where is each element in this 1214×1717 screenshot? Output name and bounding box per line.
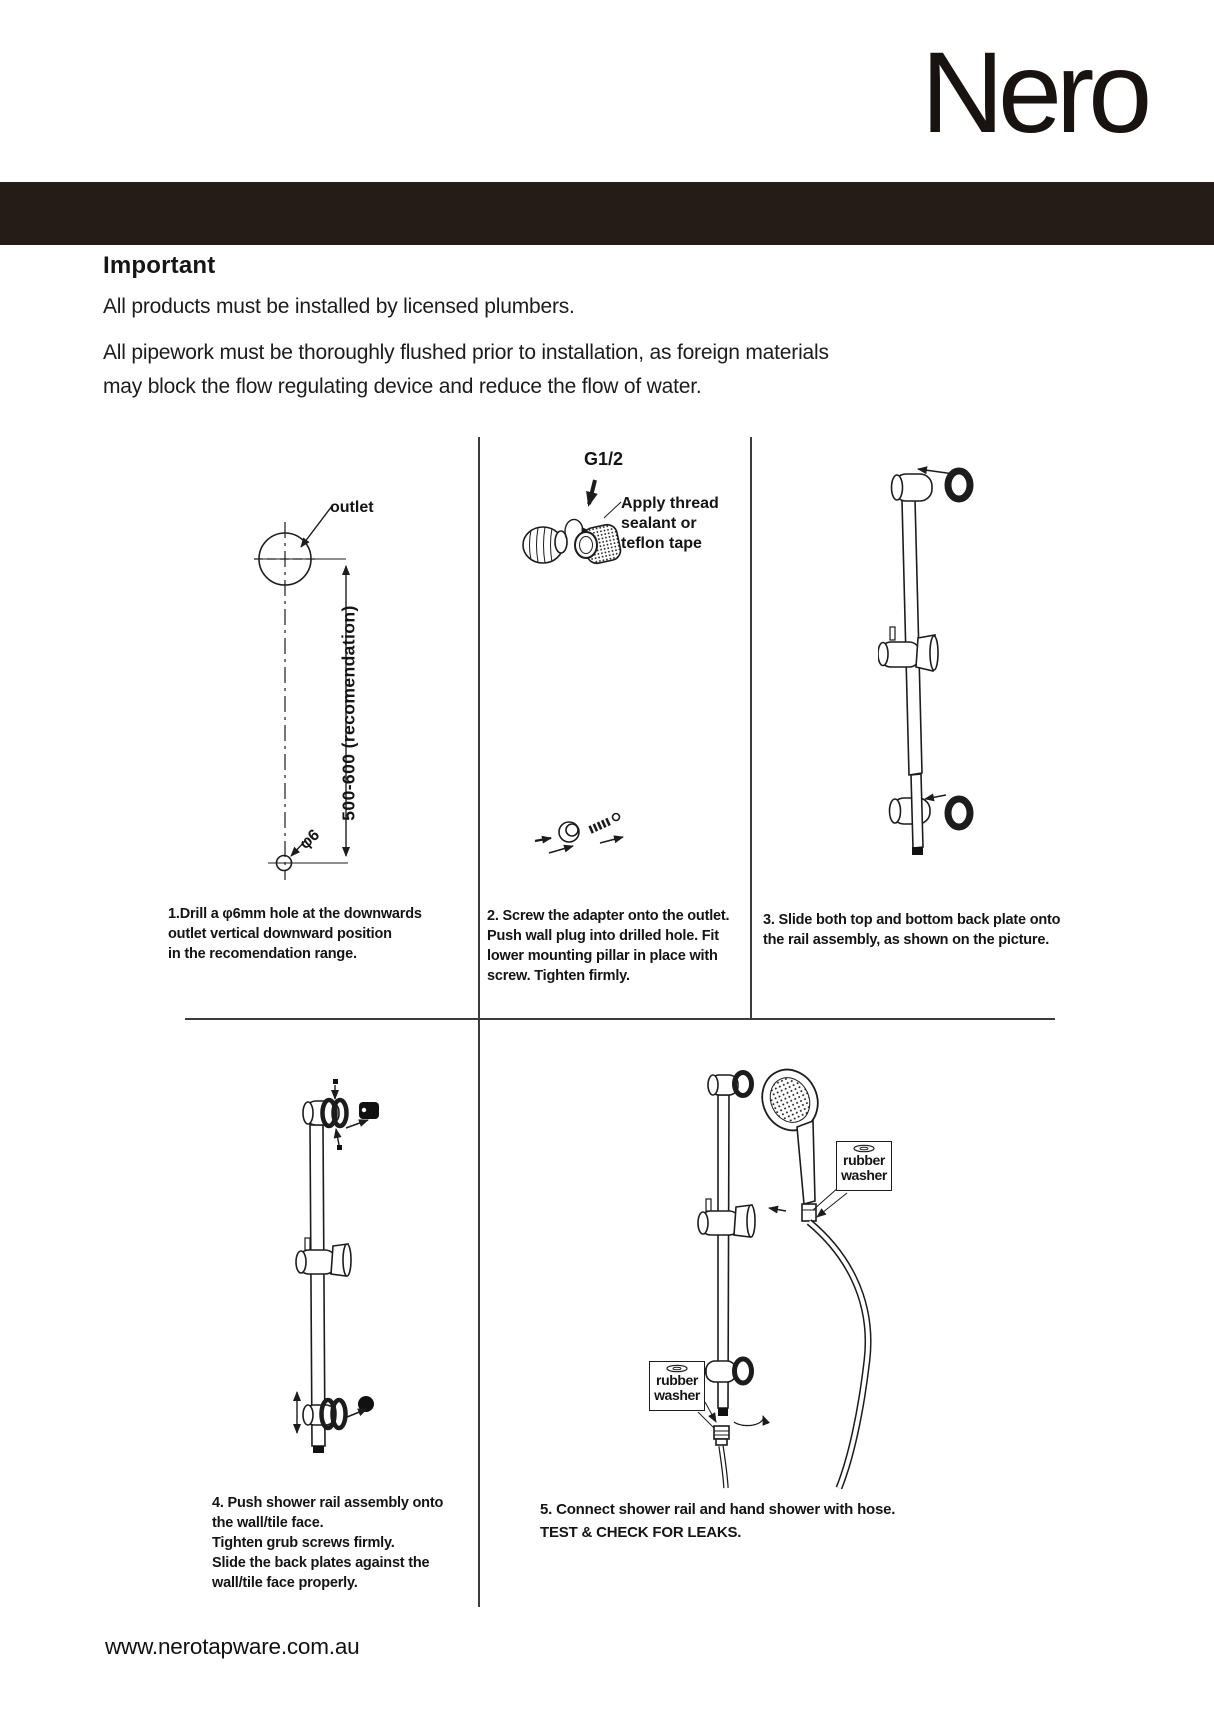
top-mount-pillar — [707, 1070, 754, 1098]
hose-nut-bottom — [713, 1425, 730, 1446]
rail-end-cap — [912, 847, 923, 855]
back-plate — [330, 1397, 348, 1431]
cap-arrow — [346, 1408, 368, 1418]
outlet-leader-line — [300, 505, 333, 548]
adapter-fitting-right — [574, 523, 622, 565]
hole-leader-line — [290, 839, 307, 857]
slide-arrow-bottom — [924, 793, 947, 802]
rotate-arc — [564, 518, 589, 540]
screw-rotate-arc — [733, 1415, 771, 1427]
connect-arrow — [768, 1205, 787, 1214]
header-band — [0, 182, 1214, 245]
rail-lower-end — [910, 773, 924, 849]
cap-arrow — [345, 1119, 369, 1129]
back-plate-top — [944, 467, 974, 503]
adapter-fitting-left — [522, 526, 568, 564]
bottom-mount-pillar — [888, 797, 931, 825]
slide-arrow-top — [917, 466, 955, 475]
top-mount-pillar — [890, 473, 933, 502]
figure-step5-drawing — [695, 1068, 872, 1490]
end-cap-dot — [358, 1396, 374, 1412]
hand-shower-handle — [796, 1119, 816, 1206]
rail-end-cap — [718, 1408, 728, 1416]
washer-leader-line — [704, 1401, 717, 1423]
washer-leader-line — [697, 1411, 715, 1429]
step1-caption: 1.Drill a φ6mm hole at the downwards out… — [168, 906, 422, 962]
shower-hose — [806, 1219, 872, 1490]
figure-step4-drawing — [293, 1079, 379, 1453]
wall-plug-screw-set — [534, 812, 624, 854]
sealant-leader-line — [603, 501, 622, 519]
washer-leader-line — [816, 1192, 848, 1218]
g12-arrow — [586, 479, 598, 507]
washer-label: rubber washer — [654, 1372, 700, 1403]
intro-line-1: All products must be installed by licens… — [103, 295, 575, 318]
vertical-divider-left — [478, 437, 480, 1607]
vertical-divider-right — [750, 437, 752, 1018]
hand-shower-holder — [697, 1198, 756, 1238]
step5-caption: 5. Connect shower rail and hand shower w… — [540, 1501, 896, 1541]
thread-size-label: G1/2 — [584, 449, 624, 469]
washer-label: rubber washer — [841, 1152, 887, 1183]
step2-caption: 2. Screw the adapter onto the outlet. Pu… — [487, 908, 730, 984]
rubber-washer-callout-top: rubber washer — [836, 1141, 892, 1191]
hand-shower-holder — [878, 626, 939, 672]
dimension-label: 500-600 (recomendation) — [338, 605, 359, 821]
back-plate-bottom — [944, 795, 974, 831]
end-cap — [359, 1102, 379, 1119]
grub-screw-arrow-up — [333, 1128, 342, 1146]
threaded-plug — [588, 817, 612, 834]
figure-step2-drawing — [522, 479, 624, 854]
footer-website: www.nerotapware.com.au — [105, 1634, 360, 1659]
washer-icon — [666, 1364, 688, 1373]
horizontal-divider — [185, 1018, 1055, 1020]
washer-leader-line — [812, 1186, 840, 1211]
step3-caption: 3. Slide both top and bottom back plate … — [763, 912, 1061, 948]
rubber-washer-callout-bottom: rubber washer — [649, 1361, 705, 1411]
intro-line-2: All pipework must be thoroughly flushed … — [103, 341, 829, 398]
brand-logo: Nero — [921, 29, 1152, 157]
shower-rail — [901, 498, 923, 776]
hose-connector-top — [801, 1203, 817, 1222]
washer-icon — [853, 1144, 875, 1153]
figure-step1-drawing — [254, 505, 350, 880]
rail-end-cap — [313, 1446, 324, 1453]
back-plate — [331, 1097, 349, 1129]
shower-rail — [309, 1124, 326, 1447]
figure-step3-drawing — [878, 466, 974, 855]
outlet-label: outlet — [330, 499, 374, 516]
hand-shower-holder — [295, 1237, 352, 1277]
step4-caption: 4. Push shower rail assembly onto the wa… — [212, 1495, 444, 1591]
bottom-mount-pillar — [302, 1404, 336, 1426]
hand-shower — [761, 1068, 819, 1132]
sealant-label: Apply thread sealant or teflon tape — [621, 495, 719, 552]
important-heading: Important — [103, 252, 216, 279]
